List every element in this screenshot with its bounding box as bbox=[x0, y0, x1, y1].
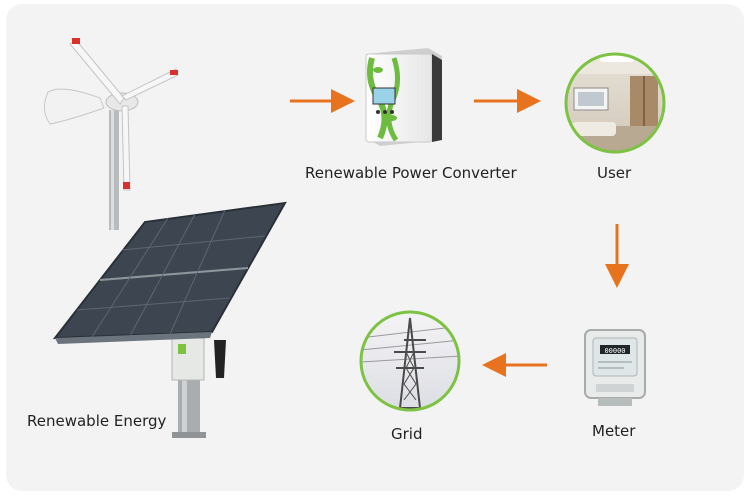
power-grid-icon bbox=[359, 310, 461, 412]
meter-label: Meter bbox=[592, 422, 636, 440]
wind-turbine-icon bbox=[44, 38, 179, 230]
power-converter-icon bbox=[365, 48, 442, 146]
electric-meter-icon: 00000 bbox=[584, 329, 646, 406]
grid-label: Grid bbox=[391, 425, 423, 443]
user-home-icon bbox=[564, 52, 666, 154]
converter-label: Renewable Power Converter bbox=[305, 164, 517, 182]
renewable-energy-label: Renewable Energy bbox=[27, 412, 167, 430]
user-label: User bbox=[597, 164, 632, 182]
solar-panel-icon bbox=[52, 201, 287, 438]
flow-arrows bbox=[290, 89, 629, 377]
meter-reading: 00000 bbox=[604, 347, 625, 355]
